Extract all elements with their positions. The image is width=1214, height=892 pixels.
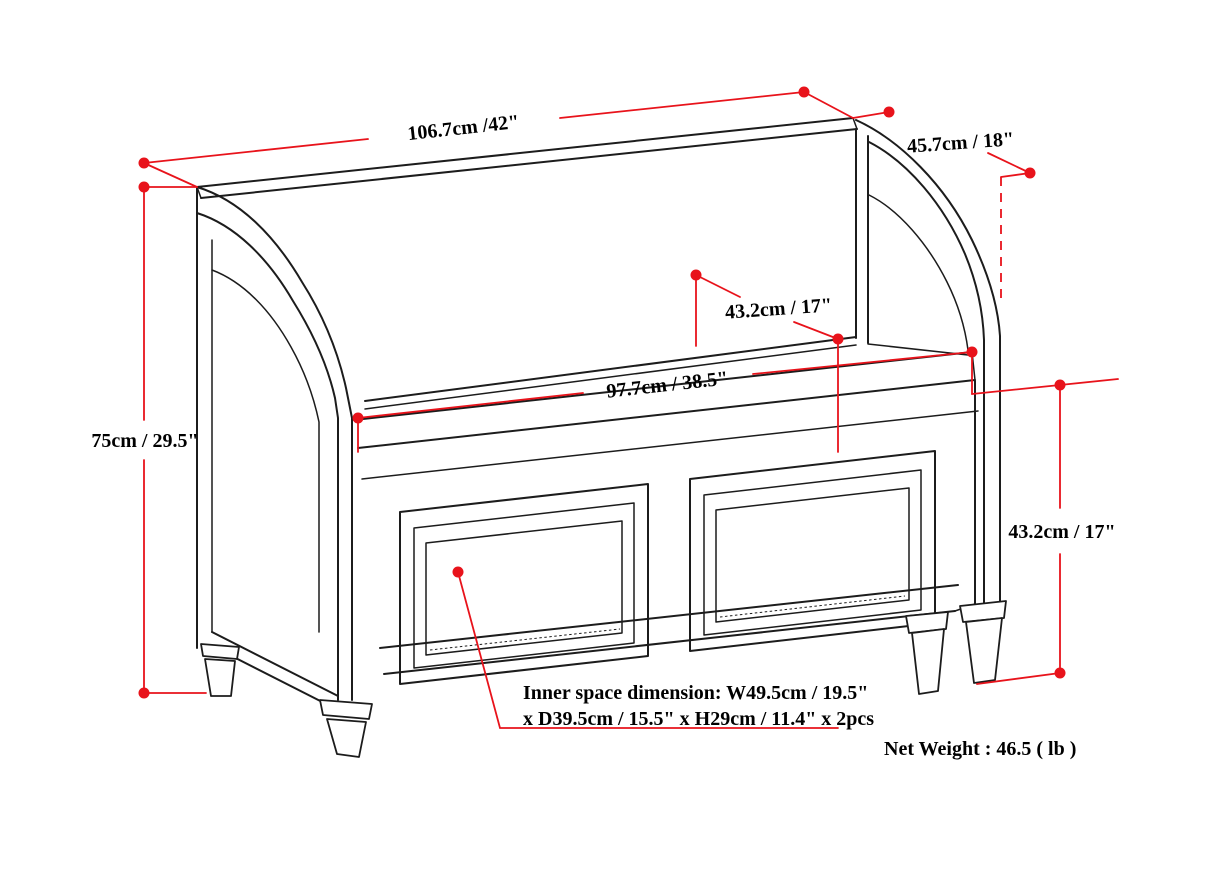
seat-height-label: 43.2cm / 17" [1008, 521, 1115, 543]
seat-front-edge [353, 351, 973, 421]
right-arm-panel-curve [868, 194, 969, 351]
net-weight-label: Net Weight : 46.5 ( lb ) [884, 738, 1076, 760]
dimension-annotations: 106.7cm /42" 45.7cm / 18" 75cm / 29.5" 4… [91, 86, 1119, 760]
seat-depth-label: 43.2cm / 17" [724, 294, 832, 323]
right-panel-inner-frame [715, 487, 910, 623]
back-left-foot [200, 643, 240, 697]
front-left-foot [319, 699, 373, 758]
inner-space-line2: x D39.5cm / 15.5" x H29cm / 11.4" x 2pcs [523, 708, 874, 730]
bench-drawing [196, 117, 1007, 758]
seat-back-edge2 [364, 344, 857, 410]
seat-back-edge [364, 336, 857, 402]
right-panel-bead [719, 595, 906, 618]
inner-space-note: Inner space dimension: W49.5cm / 19.5" x… [452, 566, 874, 730]
left-panel-mid-frame [413, 502, 635, 669]
right-arm-outer-curve [855, 119, 1001, 629]
right-arm-foot [959, 600, 1007, 684]
box-bottom-rail [379, 584, 959, 649]
overall-depth-label: 45.7cm / 18" [906, 128, 1014, 157]
dim-overall-width: 106.7cm /42" [138, 86, 854, 188]
seat-width-label: 97.7cm / 38.5" [605, 367, 729, 402]
left-arm-inner-curve [196, 212, 339, 701]
inner-space-line1: Inner space dimension: W49.5cm / 19.5" [523, 682, 868, 704]
back-rail-bottom-edge [200, 128, 858, 199]
dim-overall-height: 75cm / 29.5" [91, 181, 207, 699]
right-arm-inner-curve [868, 141, 985, 629]
box-right-foot [905, 611, 949, 695]
dim-seat-height: 43.2cm / 17" [976, 379, 1116, 685]
left-stretcher-top [211, 631, 339, 697]
box-bottom-edge [383, 610, 956, 675]
overall-height-label: 75cm / 29.5" [91, 430, 198, 452]
left-side-panel-curve [211, 269, 320, 633]
right-panel-mid-frame [703, 469, 922, 636]
back-rail-ends [196, 117, 858, 199]
left-panel-outer-frame [399, 483, 649, 685]
seat-bottom-edge [357, 379, 976, 449]
dim-overall-depth: 45.7cm / 18" [852, 106, 1036, 303]
left-arm-outer-curve [196, 186, 353, 701]
overall-width-label: 106.7cm /42" [406, 111, 520, 145]
dim-seat-depth: 43.2cm / 17" [690, 269, 844, 453]
seat-right-edge [867, 343, 969, 356]
left-panel-bead [429, 628, 621, 651]
box-top-rail-line [361, 410, 979, 480]
back-rail-top-edge [196, 117, 854, 188]
left-panel-inner-frame [425, 520, 623, 656]
